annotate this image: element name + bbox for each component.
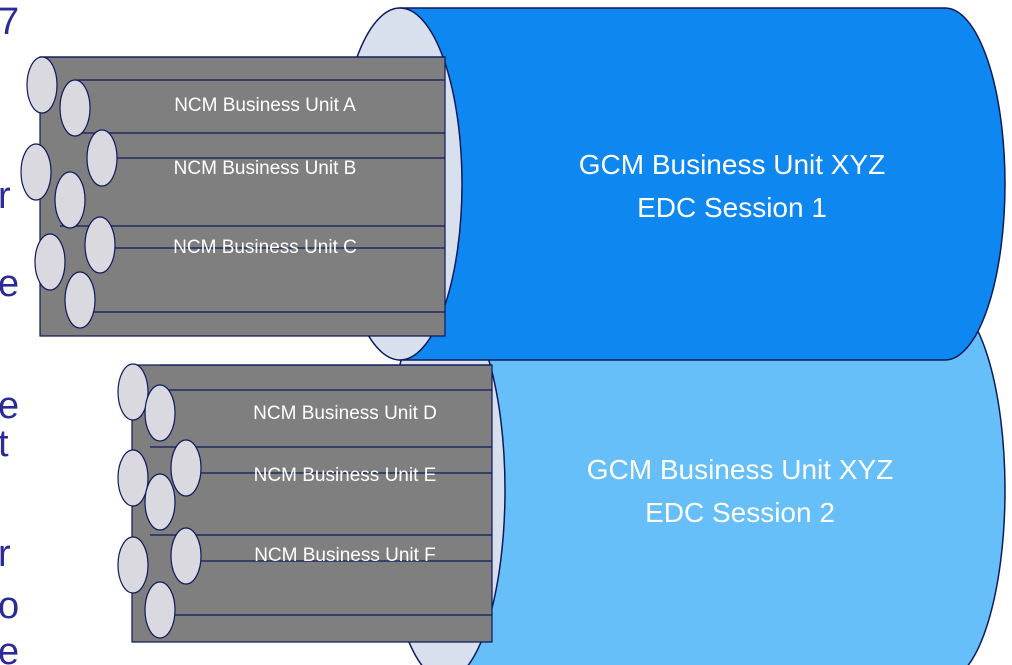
ncm-unit-label: NCM Business Unit A (174, 95, 356, 116)
gcm-session-2-label: GCM Business Unit XYZ EDC Session 2 (587, 454, 894, 528)
left-edge-text: 7 r e e t r o e (0, 1, 19, 665)
session-title: GCM Business Unit XYZ (579, 149, 886, 180)
edge-fragment: o (0, 585, 19, 627)
session-title: GCM Business Unit XYZ (587, 454, 894, 485)
edge-fragment: r (0, 533, 11, 575)
ncm-unit-label: NCM Business Unit B (174, 158, 357, 179)
pipe-end (144, 581, 176, 639)
ncm-bundle-2: NCM Business Unit D NCM Business Unit E … (117, 363, 493, 643)
ncm-bundle-1: NCM Business Unit A NCM Business Unit B … (20, 56, 446, 337)
pipe-end (170, 527, 202, 585)
pipe-end (34, 233, 66, 291)
pipe-end (20, 143, 52, 201)
gcm-session-1-label: GCM Business Unit XYZ EDC Session 1 (579, 149, 886, 223)
pipe-end (64, 271, 96, 329)
ncm-unit-label: NCM Business Unit C (173, 237, 357, 258)
pipe-end (86, 129, 118, 187)
pipe-end (59, 79, 91, 137)
pipe-end (170, 439, 202, 497)
session-subtitle: EDC Session 1 (637, 192, 827, 223)
session-subtitle: EDC Session 2 (645, 497, 835, 528)
ncm-unit-label: NCM Business Unit F (254, 545, 436, 566)
ncm-unit-label: NCM Business Unit E (254, 465, 437, 486)
pipe-end (117, 449, 149, 507)
ncm-unit-label: NCM Business Unit D (253, 403, 437, 424)
edge-fragment: r (0, 175, 11, 217)
bundle-1-pipe-lines (40, 56, 445, 313)
bundle-2-pipe-lines (150, 364, 492, 616)
edge-fragment: e (0, 385, 19, 427)
edge-fragment: 7 (0, 1, 19, 43)
bundle-2-pipe-ends (117, 363, 202, 639)
pipe-end (117, 536, 149, 594)
edge-fragment: e (0, 631, 19, 665)
pipe-end (26, 56, 58, 114)
edge-fragment: e (0, 263, 19, 305)
bundle-1-pipe-ends (20, 56, 118, 329)
pipe-end (144, 473, 176, 531)
session-1-pipe-body (399, 7, 1006, 361)
pipe-end (144, 384, 176, 442)
pipe-end (84, 216, 116, 274)
pipe-end (54, 171, 86, 229)
edge-fragment: t (0, 423, 9, 465)
pipe-end (117, 363, 149, 421)
